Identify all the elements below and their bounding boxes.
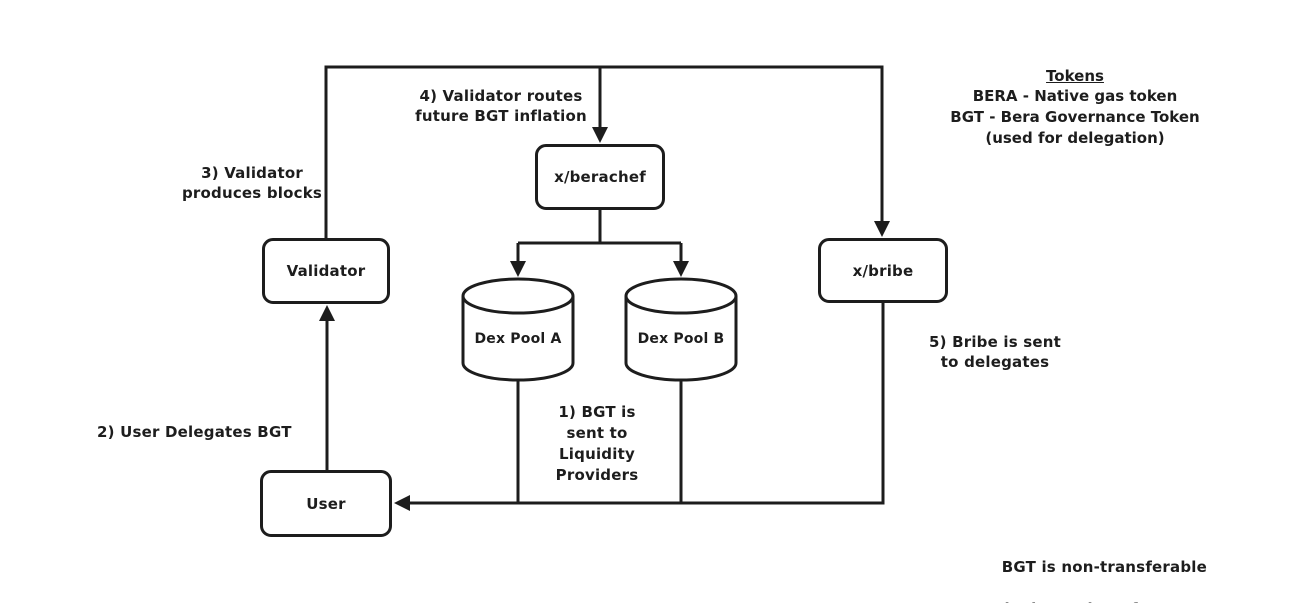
edge-validator-top-rail: [324, 65, 884, 238]
edge-bribe-to-user: [409, 303, 885, 505]
tokens-legend-line-bgt: BGT - Bera Governance Token: [950, 108, 1200, 126]
dex-pool-b-body: [624, 296, 738, 382]
step-5-label: 5) Bribe is sent to delegates: [928, 333, 1062, 371]
tokens-legend-title: Tokens: [1046, 67, 1104, 85]
edge-pools-to-bottom-rail: [516, 378, 683, 503]
dex-pool-b-label: Dex Pool B: [637, 331, 725, 347]
arrowhead-into-user: [394, 495, 410, 511]
dex-pool-a-cylinder: [461, 277, 575, 382]
node-berachef-label: x/berachef: [554, 168, 646, 186]
arrowhead-into-pool-b: [673, 261, 689, 277]
step-1-label: 1) BGT is sent to Liquidity Providers: [555, 403, 639, 484]
node-validator-label: Validator: [286, 262, 366, 280]
dex-pool-b-cylinder: [624, 277, 738, 382]
node-validator: Validator: [262, 238, 390, 304]
arrowhead-into-berachef: [592, 127, 608, 143]
node-user: User: [260, 470, 392, 537]
step-2-label: 2) User Delegates BGT: [97, 423, 292, 441]
node-bribe: x/bribe: [818, 238, 948, 303]
footnote-line-1: BGT is non-transferable: [1001, 558, 1207, 576]
node-berachef: x/berachef: [535, 144, 665, 210]
dex-pool-a-label: Dex Pool A: [474, 331, 562, 347]
arrowhead-into-validator: [319, 305, 335, 321]
arrowhead-into-pool-a: [510, 261, 526, 277]
dex-pool-b-top: [624, 277, 738, 315]
step-3-label: 3) Validator produces blocks: [181, 164, 323, 202]
node-bribe-label: x/bribe: [852, 261, 914, 280]
dex-pool-a-body: [461, 296, 575, 382]
dex-pool-a-top: [461, 277, 575, 315]
tokens-legend: Tokens BERA - Native gas token BGT - Ber…: [950, 66, 1200, 149]
node-user-label: User: [306, 494, 346, 513]
tokens-legend-line-delegation: (used for delegation): [985, 129, 1165, 147]
step-4-label: 4) Validator routes future BGT inflation: [415, 87, 587, 125]
footnote-line-2: BGT can be burned 1:1 for BERA: [847, 599, 1207, 603]
tokens-legend-line-bera: BERA - Native gas token: [972, 87, 1178, 105]
edge-berachef-to-pools: [516, 210, 683, 264]
footnote: BGT is non-transferable BGT can be burne…: [847, 536, 1207, 603]
arrowhead-into-bribe: [874, 221, 890, 237]
